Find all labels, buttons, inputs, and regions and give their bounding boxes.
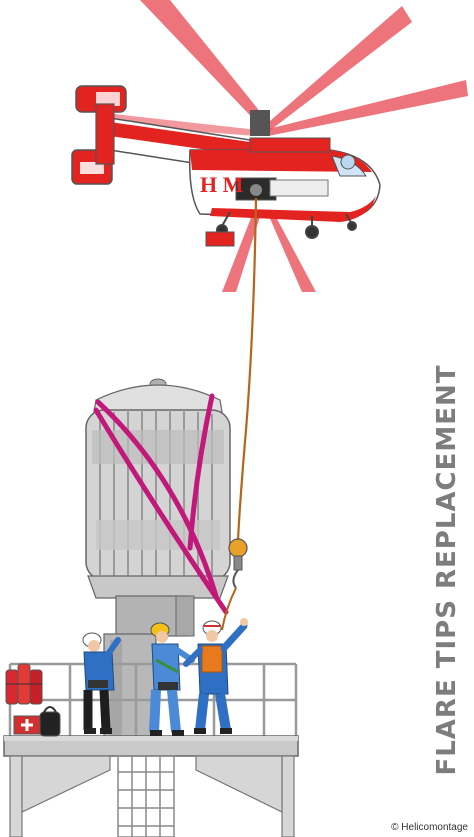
- platform: [3, 662, 299, 837]
- longline-rope: [236, 197, 258, 541]
- hanging-harness-bags: [5, 663, 43, 705]
- rotor-blades: [96, 0, 468, 292]
- rotor-hub: [250, 110, 270, 136]
- equipment-bag: [39, 711, 61, 737]
- worker-middle: [149, 622, 195, 736]
- lifting-slings: [93, 393, 229, 615]
- flare-stack-pipe: [115, 595, 187, 637]
- worker-right: [183, 618, 248, 734]
- ladder-cage: [117, 755, 175, 837]
- helicopter: H M: [71, 0, 468, 292]
- orange-vest: [201, 645, 223, 673]
- copyright-credit: © Helicomontage: [391, 822, 468, 833]
- external-pod: [205, 231, 235, 247]
- cargo-hook: [221, 538, 248, 631]
- page-title: FLARE TIPS REPLACEMENT: [432, 364, 462, 776]
- safety-equipment: [5, 663, 61, 737]
- worker-left: [82, 632, 121, 734]
- fuselage-marking: H M: [200, 172, 244, 197]
